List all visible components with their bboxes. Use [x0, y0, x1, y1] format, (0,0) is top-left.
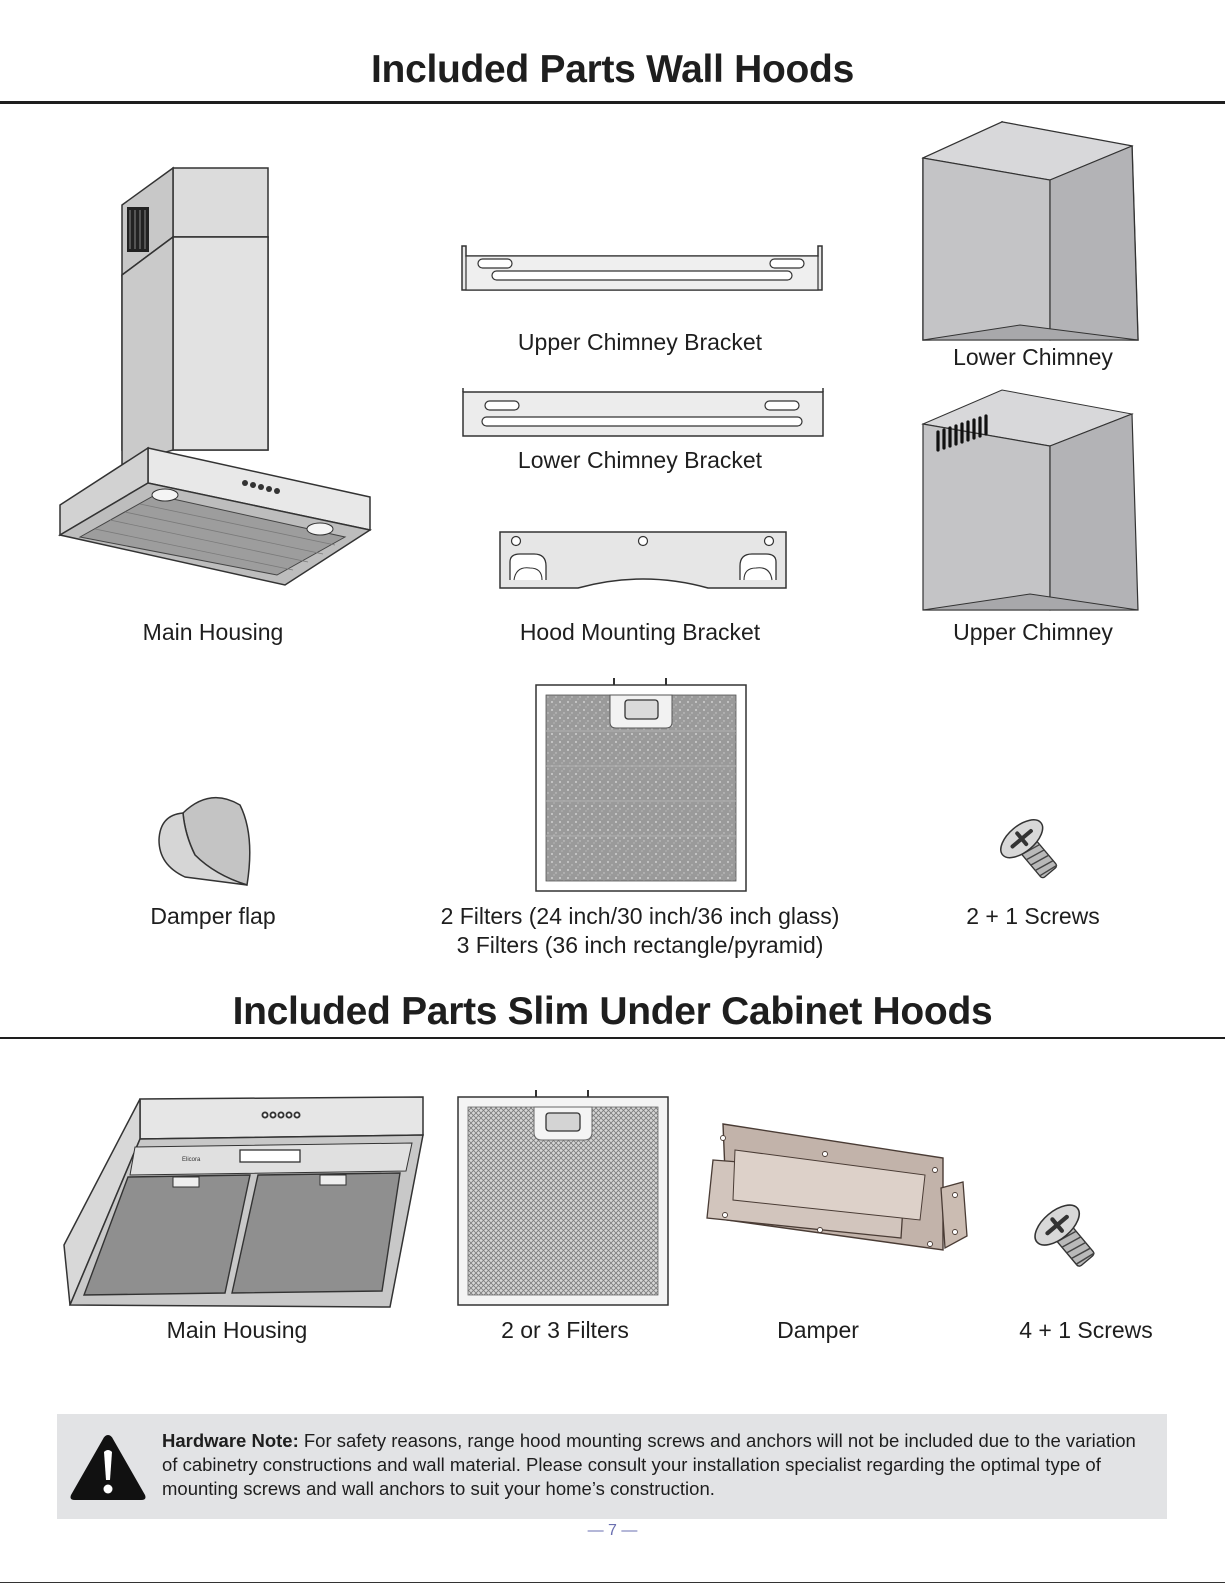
under-cabinet-main-housing-illustration: Elicora — [63, 1096, 424, 1308]
upper-chimney-illustration — [921, 389, 1139, 611]
lower-chimney-bracket-illustration — [462, 388, 824, 437]
warning-icon — [70, 1435, 146, 1500]
lower-chimney-illustration — [921, 120, 1139, 341]
under-cabinet-filter-illustration — [457, 1090, 669, 1306]
caption-upper-chimney: Upper Chimney — [953, 619, 1113, 645]
wall-hood-main-housing-illustration — [57, 166, 372, 586]
screw-icon — [1034, 1204, 1095, 1267]
hardware-note-text: Hardware Note: For safety reasons, range… — [162, 1429, 1152, 1501]
caption-cabinet-main-housing: Main Housing — [166, 1317, 308, 1343]
page-bottom-rule — [0, 1582, 1225, 1583]
caption-upper-chimney-bracket: Upper Chimney Bracket — [517, 329, 763, 355]
wall-hoods-divider — [0, 101, 1225, 104]
caption-filters-line2: 3 Filters (36 inch rectangle/pyramid) — [456, 932, 824, 958]
upper-chimney-bracket-illustration — [461, 245, 823, 291]
caption-hood-mounting-bracket: Hood Mounting Bracket — [519, 619, 761, 645]
damper-illustration — [706, 1123, 968, 1251]
wall-hood-filter-illustration — [535, 678, 747, 892]
damper-flap-illustration — [158, 796, 251, 886]
caption-lower-chimney: Lower Chimney — [953, 344, 1113, 370]
hood-mounting-bracket-illustration — [499, 531, 787, 589]
screw-icon — [1000, 819, 1058, 879]
caption-cabinet-filters: 2 or 3 Filters — [501, 1317, 629, 1343]
brand-mark: Elicora — [182, 1157, 201, 1163]
wall-hoods-title: Included Parts Wall Hoods — [371, 48, 854, 91]
caption-damper-flap: Damper flap — [150, 903, 276, 929]
hardware-note-body: For safety reasons, range hood mounting … — [162, 1430, 1136, 1499]
hardware-note-label: Hardware Note: — [162, 1430, 299, 1451]
caption-main-housing: Main Housing — [142, 619, 284, 645]
caption-filters-line1: 2 Filters (24 inch/30 inch/36 inch glass… — [440, 903, 840, 929]
under-cabinet-title: Included Parts Slim Under Cabinet Hoods — [232, 990, 993, 1033]
caption-cabinet-screws: 4 + 1 Screws — [1019, 1317, 1153, 1343]
page-number: — 7 — — [587, 1522, 638, 1539]
under-cabinet-divider — [0, 1037, 1225, 1039]
caption-screws-wall: 2 + 1 Screws — [966, 903, 1100, 929]
caption-lower-chimney-bracket: Lower Chimney Bracket — [517, 447, 763, 473]
caption-damper: Damper — [777, 1317, 859, 1343]
hardware-note-box: Hardware Note: For safety reasons, range… — [57, 1414, 1167, 1519]
